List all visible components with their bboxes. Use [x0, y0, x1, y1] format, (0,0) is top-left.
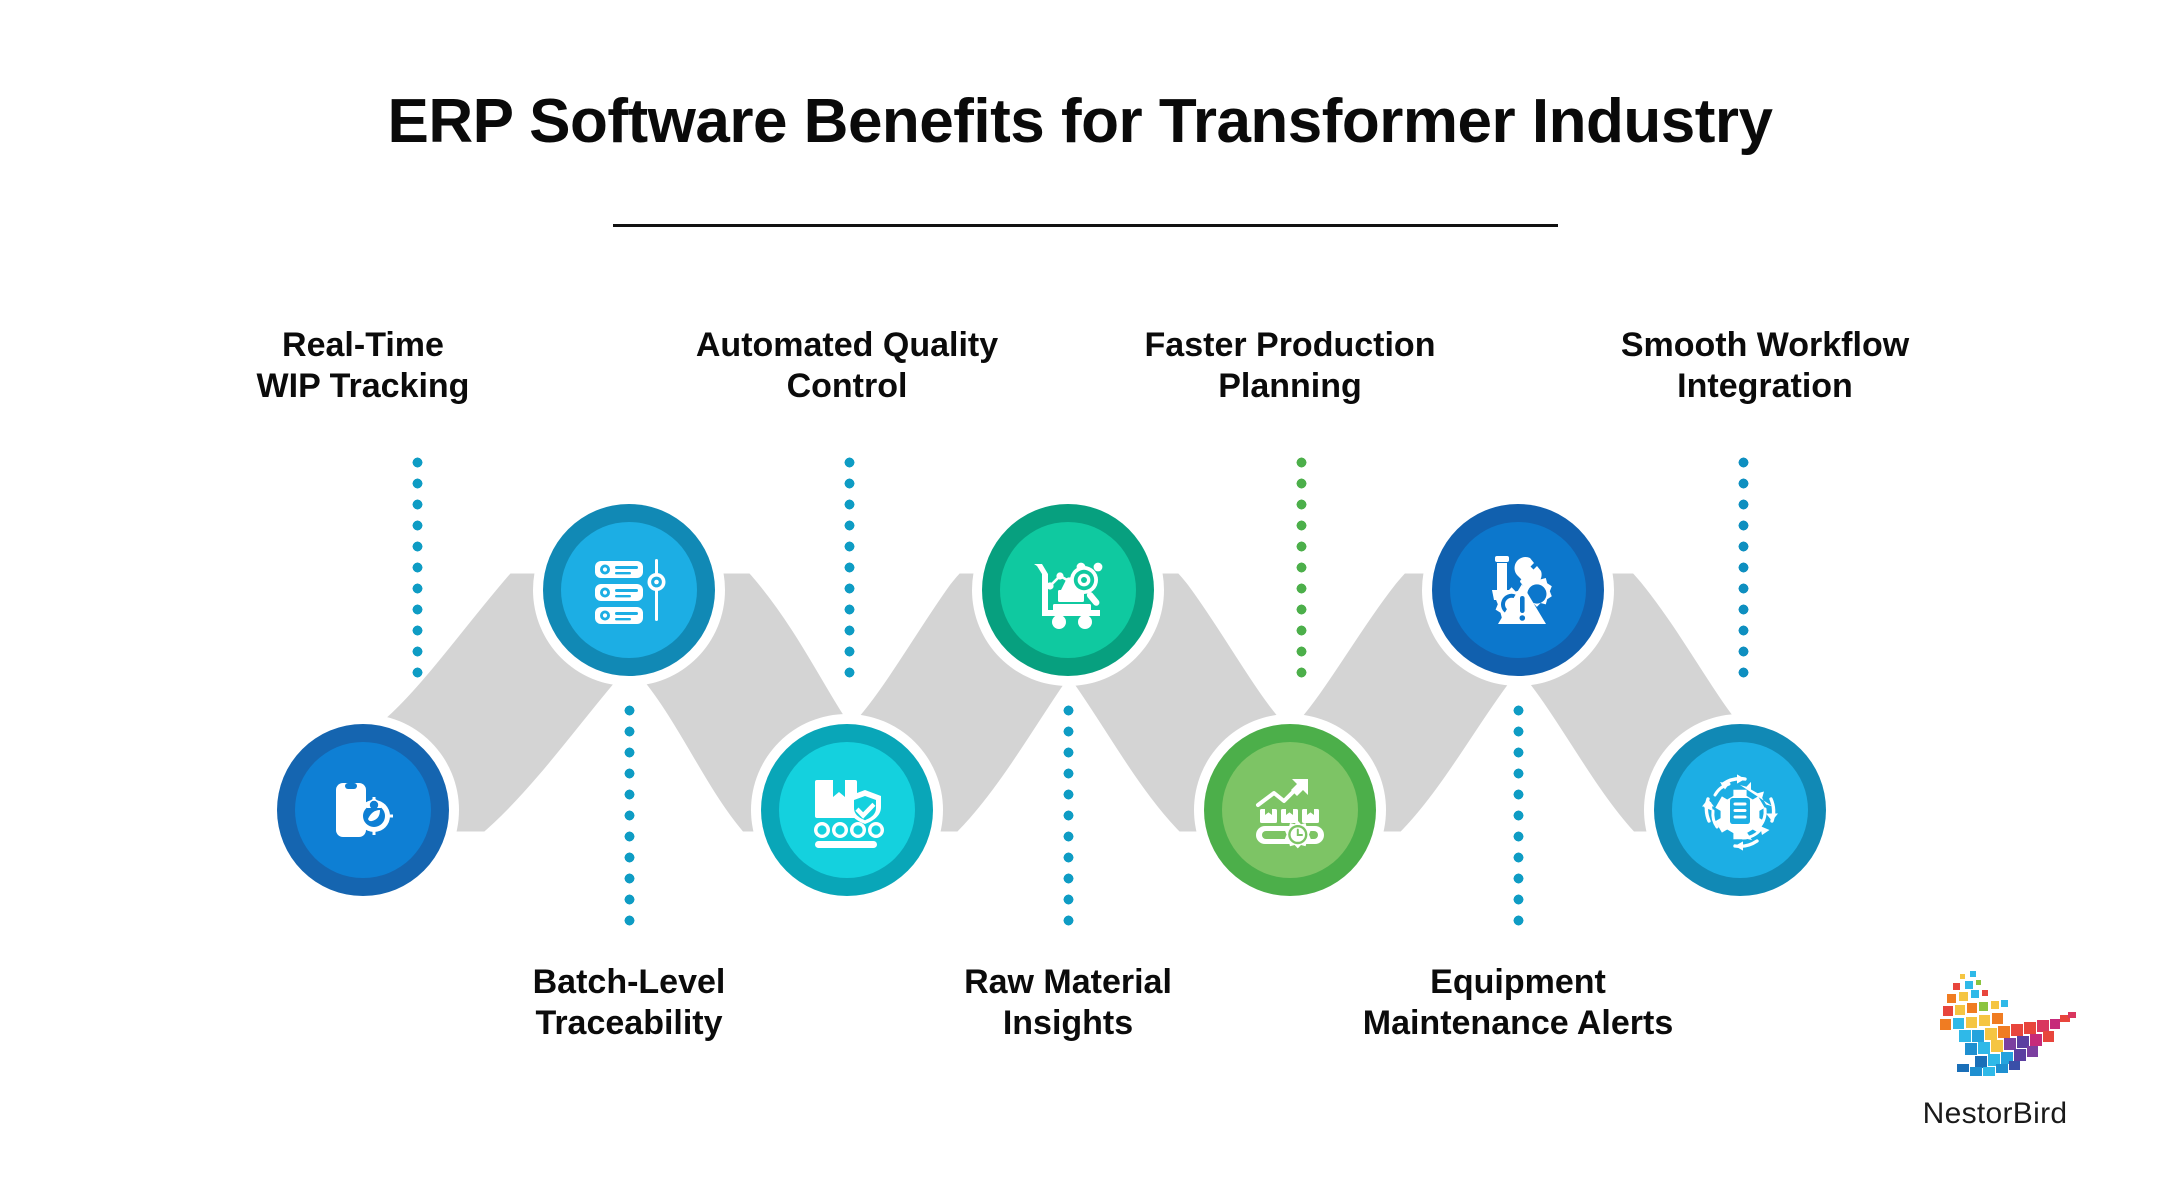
label-faster-production-planning: Faster Production Planning [1144, 326, 1436, 406]
connector-dots-smooth-workflow-integration [1738, 452, 1749, 686]
connector-dots-faster-production-planning [1296, 452, 1307, 686]
gear-cycle-arrows-icon [1702, 774, 1778, 851]
label-automated-quality-control: Automated Quality Control [695, 326, 999, 406]
node-batch-level-traceability[interactable] [543, 504, 715, 676]
node-equipment-maintenance-alerts[interactable] [1432, 504, 1604, 676]
label-equipment-maintenance-alerts: Equipment Maintenance Alerts [1362, 963, 1674, 1043]
pixel-bird-logo [1939, 971, 2076, 1076]
production-growth-icon [1256, 779, 1324, 849]
label-batch-level-traceability: Batch-Level Traceability [532, 963, 726, 1043]
label-real-time-wip-tracking: Real-Time WIP Tracking [256, 326, 470, 406]
brand-name: NestorBird [1922, 1097, 2068, 1130]
gear-wrench-warning-icon [1492, 556, 1552, 624]
connector-dots-real-time-wip-tracking [412, 452, 423, 686]
label-raw-material-insights: Raw Material Insights [964, 963, 1172, 1043]
phone-tracking-icon [336, 783, 393, 837]
node-real-time-wip-tracking[interactable] [277, 724, 449, 896]
node-faster-production-planning[interactable] [1204, 724, 1376, 896]
connector-dots-equipment-maintenance-alerts [1513, 700, 1524, 934]
server-slider-icon [595, 559, 666, 624]
brand-block: NestorBird [1895, 968, 2095, 1131]
page-title: ERP Software Benefits for Transformer In… [387, 87, 1773, 156]
label-smooth-workflow-integration: Smooth Workflow Integration [1620, 326, 1910, 406]
title-divider [613, 224, 1558, 227]
node-smooth-workflow-integration[interactable] [1654, 724, 1826, 896]
connector-dots-batch-level-traceability [624, 700, 635, 934]
cart-analytics-icon [1034, 562, 1103, 629]
node-raw-material-insights[interactable] [982, 504, 1154, 676]
box-conveyor-shield-icon [814, 780, 884, 848]
connector-dots-automated-quality-control [844, 452, 855, 686]
connector-dots-raw-material-insights [1063, 700, 1074, 934]
node-automated-quality-control[interactable] [761, 724, 933, 896]
